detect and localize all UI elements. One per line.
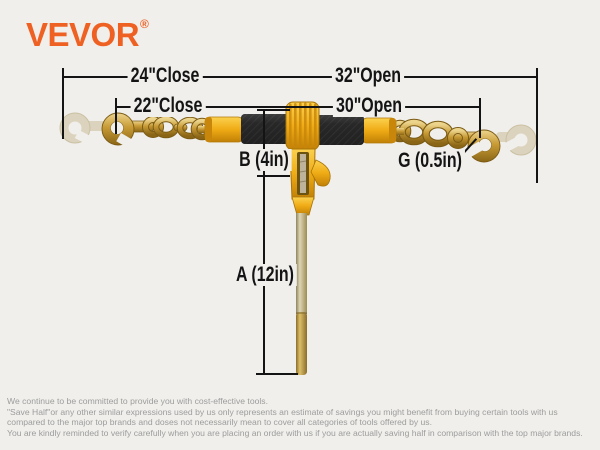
g-dimension-label: G (0.5in) [395,150,465,172]
a-dimension-label: A (12in) [232,264,298,286]
outer-dimension-tick-left [62,68,64,139]
vevor-logo-text: VEVOR [26,16,140,53]
outer-close-dimension-label: 24"Close [127,65,203,87]
left-ghost-grab-hook-icon [59,112,106,145]
right-ghost-grab-hook-icon [496,124,537,156]
b-dimension-tick-bottom [257,175,290,177]
inner-open-dimension-label: 30"Open [332,95,406,117]
right-grab-hook-icon [447,127,501,163]
registered-trademark-icon: ® [140,17,149,31]
b-dimension-label: B (4in) [236,149,292,171]
inner-close-dimension-label: 22"Close [130,95,206,117]
disclaimer-line-4: You are kindly reminded to verify carefu… [7,427,583,438]
outer-dimension-tick-right [536,68,538,183]
left-grab-hook-icon [101,112,164,150]
a-dimension-tick-bottom [256,373,298,375]
inner-dimension-tick-right [479,98,481,138]
vertical-dimension-line [263,109,265,375]
pawl-lever [310,159,331,187]
b-dimension-tick-top [257,109,290,111]
inner-dimension-tick-left [115,98,117,134]
handle-rod [296,213,307,375]
inner-dimension-line [116,106,480,108]
disclaimer-text: We continue to be committed to provide y… [7,396,583,438]
disclaimer-line-3: compared to the major top brands and dos… [7,417,432,428]
disclaimer-line-2: "Save Half"or any other similar expressi… [7,406,558,417]
outer-open-dimension-label: 32"Open [331,65,405,87]
outer-dimension-line [63,76,537,78]
ratchet-mechanism [285,101,331,216]
binder-barrel [198,114,404,145]
disclaimer-line-1: We continue to be committed to provide y… [7,396,268,406]
vevor-logo: VEVOR® [26,16,149,54]
